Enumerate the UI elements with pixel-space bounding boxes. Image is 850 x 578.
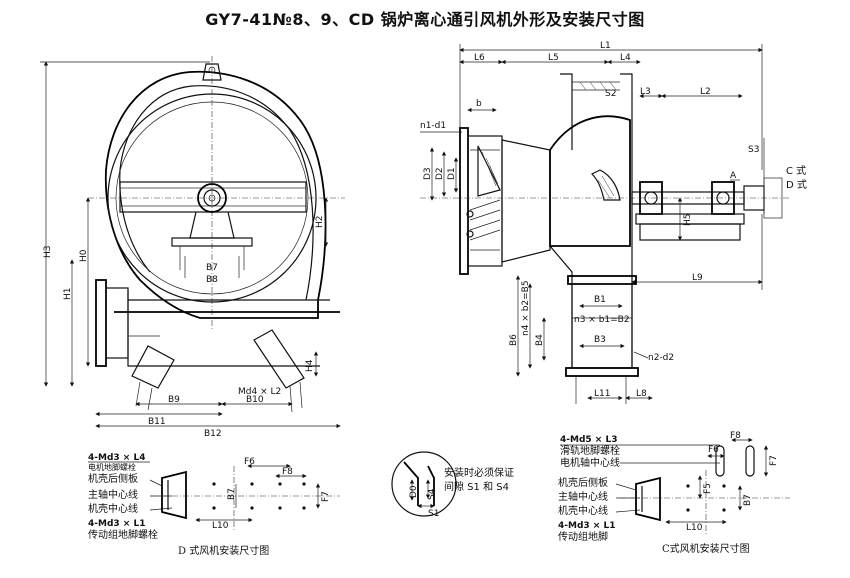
gap-note-1: 安装时必须保证 [444,466,514,479]
right-foot [253,329,305,389]
dim-l4: L4 [620,53,631,63]
detail-gap: D0 S4 S1 安装时必须保证 间隙 S1 和 S4 [391,451,514,519]
gap-dim-s4: S4 [427,488,437,500]
dim-h1: H1 [63,288,73,301]
dim-l2: L2 [700,87,711,97]
dim-b1: B1 [594,295,606,305]
c-caption: C式风机安装尺寸图 [662,542,750,555]
c-dim-b7: B7 [743,494,753,506]
c-dim-f7: F7 [769,455,779,466]
fan-side-view: L1 L6 L5 L4 L3 L2 S2 S3 b n1-d1 [420,41,807,404]
dim-h3: H3 [43,246,53,259]
fan-front-view: H3 H0 H1 H2 H4 B7 B8 Md4 × L2 B9 B10 B11… [40,56,345,439]
rail-slot-right [745,445,755,477]
d-dim-f8: F8 [282,467,293,477]
dim-h5: H5 [683,214,693,227]
dim-l5: L5 [548,53,559,63]
gap-note-2: 间隙 S1 和 S4 [444,480,509,493]
dim-b9: B9 [168,395,180,405]
volute-casing [104,70,327,319]
label-d-type: D 式 [786,178,807,191]
c-label-drive-foot: 传动组地脚 [558,530,608,543]
d-label-md3-l1: 4-Md3 × L1 [88,519,145,529]
c-label-main-axis: 主轴中心线 [558,490,608,503]
dim-b10: B10 [246,395,264,405]
c-dim-f8: F8 [730,431,741,441]
gap-dim-s1: S1 [428,509,439,519]
left-foot [131,345,175,389]
d-label-md3-l4: 4-Md3 × L4 [88,453,145,463]
dim-l3: L3 [640,87,651,97]
dim-b8-left: B8 [206,275,218,285]
inlet-cone [477,145,501,197]
dim-l6: L6 [474,53,485,63]
dim-d3: D3 [423,167,433,180]
dim-s2: S2 [605,89,616,99]
d-dim-f6: F6 [244,457,255,467]
dim-l9: L9 [692,273,703,283]
dim-b11: B11 [148,417,166,427]
label-a: A [730,171,737,181]
c-label-rail-bolt: 滑轨地脚螺栓 [560,444,620,457]
c-label-motor-axis: 电机轴中心线 [560,456,620,469]
dim-l8: L8 [636,389,647,399]
dim-n3-b1-b2: n3 × b1=B2 [574,315,630,325]
gap-dim-d0: D0 [409,485,419,498]
dim-n2-d2: n2-d2 [648,353,674,363]
d-label-main-axis: 主轴中心线 [88,488,138,501]
casing-side [549,115,631,247]
lifting-lug [202,63,222,81]
dim-l11: L11 [594,389,610,399]
c-label-md3-l1: 4-Md3 × L1 [558,521,615,531]
c-label-casing-axis: 机壳中心线 [558,504,608,517]
dim-b: b [476,99,482,109]
dim-h4: H4 [305,359,315,372]
d-label-casing-axis: 机壳中心线 [88,502,138,515]
dim-n4-b2-b5: n4 × b2=B5 [521,280,531,336]
d-label-back-plate: 机壳后侧板 [88,472,138,485]
dim-b7-left: B7 [206,263,218,273]
c-dim-l10: L10 [686,523,703,533]
dim-b6: B6 [509,334,519,346]
detail-d-type: 4-Md3 × L4 电机地脚螺栓 机壳后侧板 主轴中心线 机壳中心线 4-Md… [88,453,340,557]
d-label-motor-bolt: 电机地脚螺栓 [88,462,136,472]
outlet-flange-side [567,275,637,285]
dim-s3: S3 [748,145,759,155]
dim-h2: H2 [315,216,325,229]
d-dim-l10: L10 [212,521,229,531]
inlet-flange [459,127,469,275]
detail-c-type: 4-Md5 × L3 滑轨地脚螺栓 电机轴中心线 机壳后侧板 主轴中心线 机壳中… [558,431,790,555]
bearing-housing [119,181,307,213]
c-label-md5-l3: 4-Md5 × L3 [560,435,617,445]
dim-d2: D2 [435,167,445,180]
d-dim-f7: F7 [321,491,331,502]
rail-slot-left [715,445,725,477]
dim-l1: L1 [600,41,611,51]
c-label-back-plate: 机壳后侧板 [558,476,608,489]
c-dim-f5: F5 [703,483,713,494]
dim-h0: H0 [79,249,89,262]
d-caption: D 式风机安装尺寸图 [178,544,269,557]
outlet-flange [95,279,107,367]
d-label-drive-bolt: 传动组地脚螺栓 [88,528,158,541]
c-dim-f6: F6 [708,445,719,455]
dim-d1: D1 [447,167,457,180]
dim-b3: B3 [594,335,606,345]
page-title: GY7-41№8、9、CD 锅炉离心通引风机外形及安装尺寸图 [205,10,645,29]
label-c-type: C 式 [786,164,806,177]
dim-b12: B12 [204,429,222,439]
d-dim-b7: B7 [227,488,237,500]
dim-md4-l2: Md4 × L2 [238,387,281,397]
dim-b4: B4 [535,334,545,346]
dim-n1-d1: n1-d1 [420,121,446,131]
